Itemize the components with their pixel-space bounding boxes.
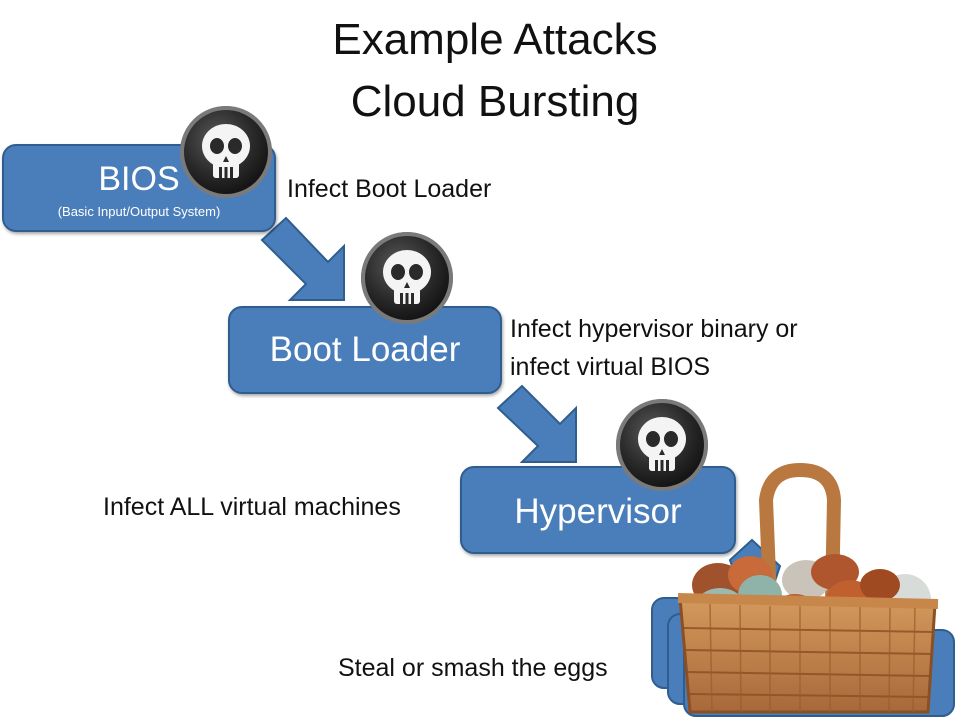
bios-label: BIOS bbox=[98, 160, 180, 198]
bios-sublabel: (Basic Input/Output System) bbox=[57, 204, 221, 219]
skull-icon bbox=[361, 232, 453, 324]
down-arrow-icon bbox=[496, 384, 577, 463]
egg-basket-image bbox=[677, 462, 939, 714]
annotation-infect-hypervisor-line-1: Infect hypervisor binary or bbox=[510, 315, 798, 343]
title-line-1: Example Attacks bbox=[332, 15, 658, 64]
boot-loader-box: Boot Loader bbox=[228, 306, 502, 394]
annotation-infect-vms: Infect ALL virtual machines bbox=[103, 493, 401, 521]
down-arrow-icon bbox=[260, 216, 345, 301]
skull-icon bbox=[616, 399, 708, 491]
slide-title: Example Attacks Cloud Bursting bbox=[0, 18, 960, 124]
title-line-2: Cloud Bursting bbox=[350, 77, 640, 126]
annotation-infect-hypervisor-line-2: infect virtual BIOS bbox=[510, 353, 711, 381]
boot-loader-label: Boot Loader bbox=[269, 330, 461, 369]
annotation-infect-hypervisor: Infect hypervisor binary or infect virtu… bbox=[510, 310, 798, 386]
annotation-infect-boot-loader: Infect Boot Loader bbox=[287, 175, 492, 203]
skull-icon bbox=[180, 106, 272, 198]
annotation-steal-eggs: Steal or smash the eggs bbox=[338, 654, 608, 682]
hypervisor-label: Hypervisor bbox=[514, 492, 682, 531]
